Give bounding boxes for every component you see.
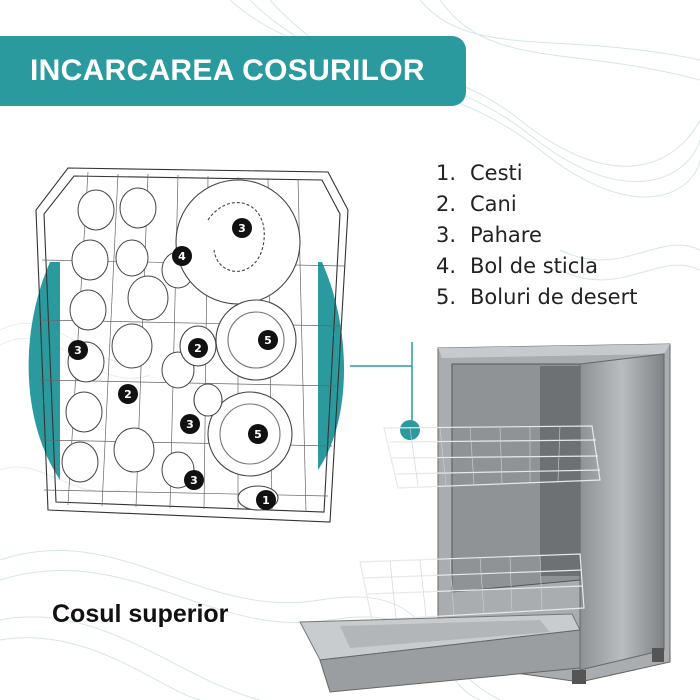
svg-text:5: 5 (264, 334, 272, 347)
badge-3-middle: 3 (180, 414, 200, 434)
dishwasher-illustration (299, 343, 671, 693)
badge-5-upper: 5 (258, 330, 278, 350)
legend-item: 1.Cesti (436, 161, 523, 185)
legend-item: 3.Pahare (436, 223, 542, 247)
badge-4: 4 (172, 246, 192, 266)
basket-caption: Cosul superior (52, 600, 229, 628)
badge-3-bottom: 3 (184, 470, 204, 490)
legend-item: 2.Cani (436, 192, 517, 216)
legend-list: 1.Cesti 2.Cani 3.Pahare 4.Bol de sticla … (436, 158, 637, 313)
badge-5-lower: 5 (248, 424, 268, 444)
badge-2-left: 2 (118, 384, 138, 404)
svg-text:3: 3 (186, 418, 194, 431)
svg-text:2: 2 (194, 342, 202, 355)
svg-text:3: 3 (190, 474, 198, 487)
svg-text:1: 1 (262, 494, 270, 507)
legend-item: 5.Boluri de desert (436, 285, 638, 309)
badge-3-top: 3 (232, 218, 252, 238)
badge-2-right: 2 (188, 338, 208, 358)
svg-text:3: 3 (74, 344, 82, 357)
svg-text:2: 2 (124, 388, 132, 401)
title-banner: INCARCAREA COSURILOR (0, 36, 466, 106)
svg-text:5: 5 (254, 428, 262, 441)
badge-group: 3 4 5 2 3 2 3 5 3 1 (68, 218, 278, 510)
page-title: INCARCAREA COSURILOR (30, 54, 425, 87)
svg-text:4: 4 (178, 250, 186, 263)
legend-item: 4.Bol de sticla (436, 254, 598, 278)
svg-text:3: 3 (238, 222, 246, 235)
badge-1: 1 (256, 490, 276, 510)
upper-basket-illustration: 3 4 5 2 3 2 3 5 3 1 (35, 167, 349, 523)
badge-3-left: 3 (68, 340, 88, 360)
